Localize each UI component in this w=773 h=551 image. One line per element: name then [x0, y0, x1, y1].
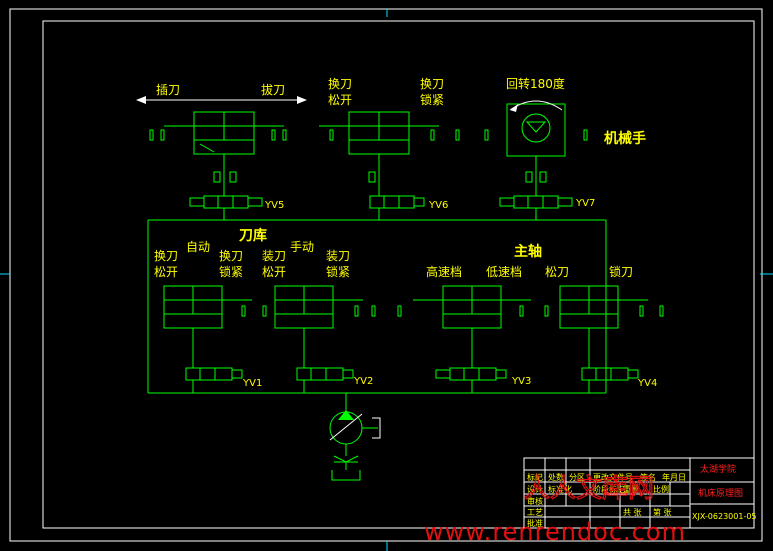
main-bus — [147, 219, 607, 412]
outer-border — [9, 8, 763, 542]
tb-cell-5: 签名 — [640, 472, 656, 482]
cylinder-swap — [319, 111, 439, 168]
tb-cell-9: 阶段标记 — [593, 484, 625, 494]
valve-tag-yv5: YV5 — [264, 200, 284, 211]
label-magazine: 刀库 — [239, 227, 267, 244]
valve-tag-yv6: YV6 — [428, 200, 448, 211]
tb-cell-2: 处数 — [548, 472, 564, 482]
label-mag-load-release-2: 松开 — [262, 265, 286, 279]
arrow-left-head — [136, 96, 146, 104]
title-block — [523, 457, 755, 529]
hydraulic-pump — [329, 410, 381, 456]
sensor-marks-top — [149, 129, 588, 141]
label-manual: 手动 — [290, 240, 314, 254]
tb-cell-7: 设计 — [527, 484, 543, 494]
label-swap-lock-2: 锁紧 — [420, 92, 444, 107]
label-auto: 自动 — [186, 240, 210, 254]
label-low-speed: 低速档 — [486, 265, 522, 279]
label-lock-tool: 锁刀 — [609, 264, 633, 279]
label-swap-release-2: 松开 — [328, 93, 352, 107]
valve-stack-yv6 — [368, 168, 425, 220]
watermark-url: www.renrendoc.com — [424, 518, 686, 546]
label-manipulator: 机械手 — [604, 130, 646, 147]
label-mag-load-lock-2: 锁紧 — [326, 264, 350, 279]
tb-cell-12: 审核 — [527, 496, 543, 506]
inner-frame — [42, 20, 755, 529]
tb-cell-14: 批准 — [527, 518, 543, 528]
label-spindle: 主轴 — [514, 243, 542, 260]
valve-stack-yv5 — [189, 168, 263, 220]
cylinder-spindle-speed — [413, 285, 531, 393]
label-release-tool: 松刀 — [545, 265, 569, 279]
label-mag-swap-lock-2: 锁紧 — [219, 264, 243, 279]
tb-cell-16: 第 张 — [653, 507, 672, 517]
cylinder-insert-pull — [164, 111, 284, 168]
label-high-speed: 高速档 — [426, 264, 462, 279]
sensor-marks-bottom — [241, 305, 664, 317]
tb-cell-10: 重量 — [623, 484, 639, 494]
cylinder-mag-swap — [163, 285, 252, 393]
label-pull-tool: 拔刀 — [261, 82, 285, 97]
arrow-right-head — [297, 96, 307, 104]
hydraulic-tank — [331, 455, 361, 481]
valve-tag-yv7: YV7 — [575, 198, 595, 209]
tb-cell-4: 更改文件号 — [593, 472, 633, 482]
tb-cell-13: 工艺 — [527, 508, 543, 517]
valve-tag-yv1: YV1 — [242, 378, 262, 389]
tb-cell-6: 年月日 — [662, 472, 686, 482]
tb-cell-3: 分区 — [569, 473, 585, 482]
tb-cell-15: 共 张 — [623, 508, 642, 517]
title-drawing-name: 机床原理图 — [698, 487, 743, 499]
valve-tag-yv4: YV4 — [637, 378, 657, 389]
cylinder-mag-load — [274, 285, 363, 393]
valve-tag-yv2: YV2 — [353, 376, 373, 387]
rotary-actuator — [506, 100, 566, 168]
label-mag-swap-release-1: 换刀 — [154, 249, 178, 263]
label-mag-load-lock-1: 装刀 — [326, 249, 350, 263]
valve-stack-yv7 — [499, 168, 573, 220]
label-mag-swap-lock-1: 换刀 — [219, 249, 243, 263]
label-mag-swap-release-2: 松开 — [154, 265, 178, 279]
tb-cell-1: 标记 — [527, 472, 543, 482]
label-mag-load-release-1: 装刀 — [262, 249, 286, 263]
valve-tag-yv3: YV3 — [511, 376, 531, 387]
label-rotate: 回转180度 — [506, 76, 565, 91]
cylinder-spindle-tool — [559, 285, 648, 393]
title-school: 太湖学院 — [700, 463, 736, 475]
label-swap-lock-1: 换刀 — [420, 77, 444, 91]
label-insert-tool: 插刀 — [156, 83, 180, 97]
title-drawing-number: XJX-0623001-05 — [692, 512, 757, 521]
tb-cell-8: 标准化 — [548, 484, 572, 494]
label-swap-release-1: 换刀 — [328, 77, 352, 91]
tb-cell-11: 比例 — [653, 484, 669, 494]
watermark-cn: 人人文库网 — [524, 474, 654, 504]
